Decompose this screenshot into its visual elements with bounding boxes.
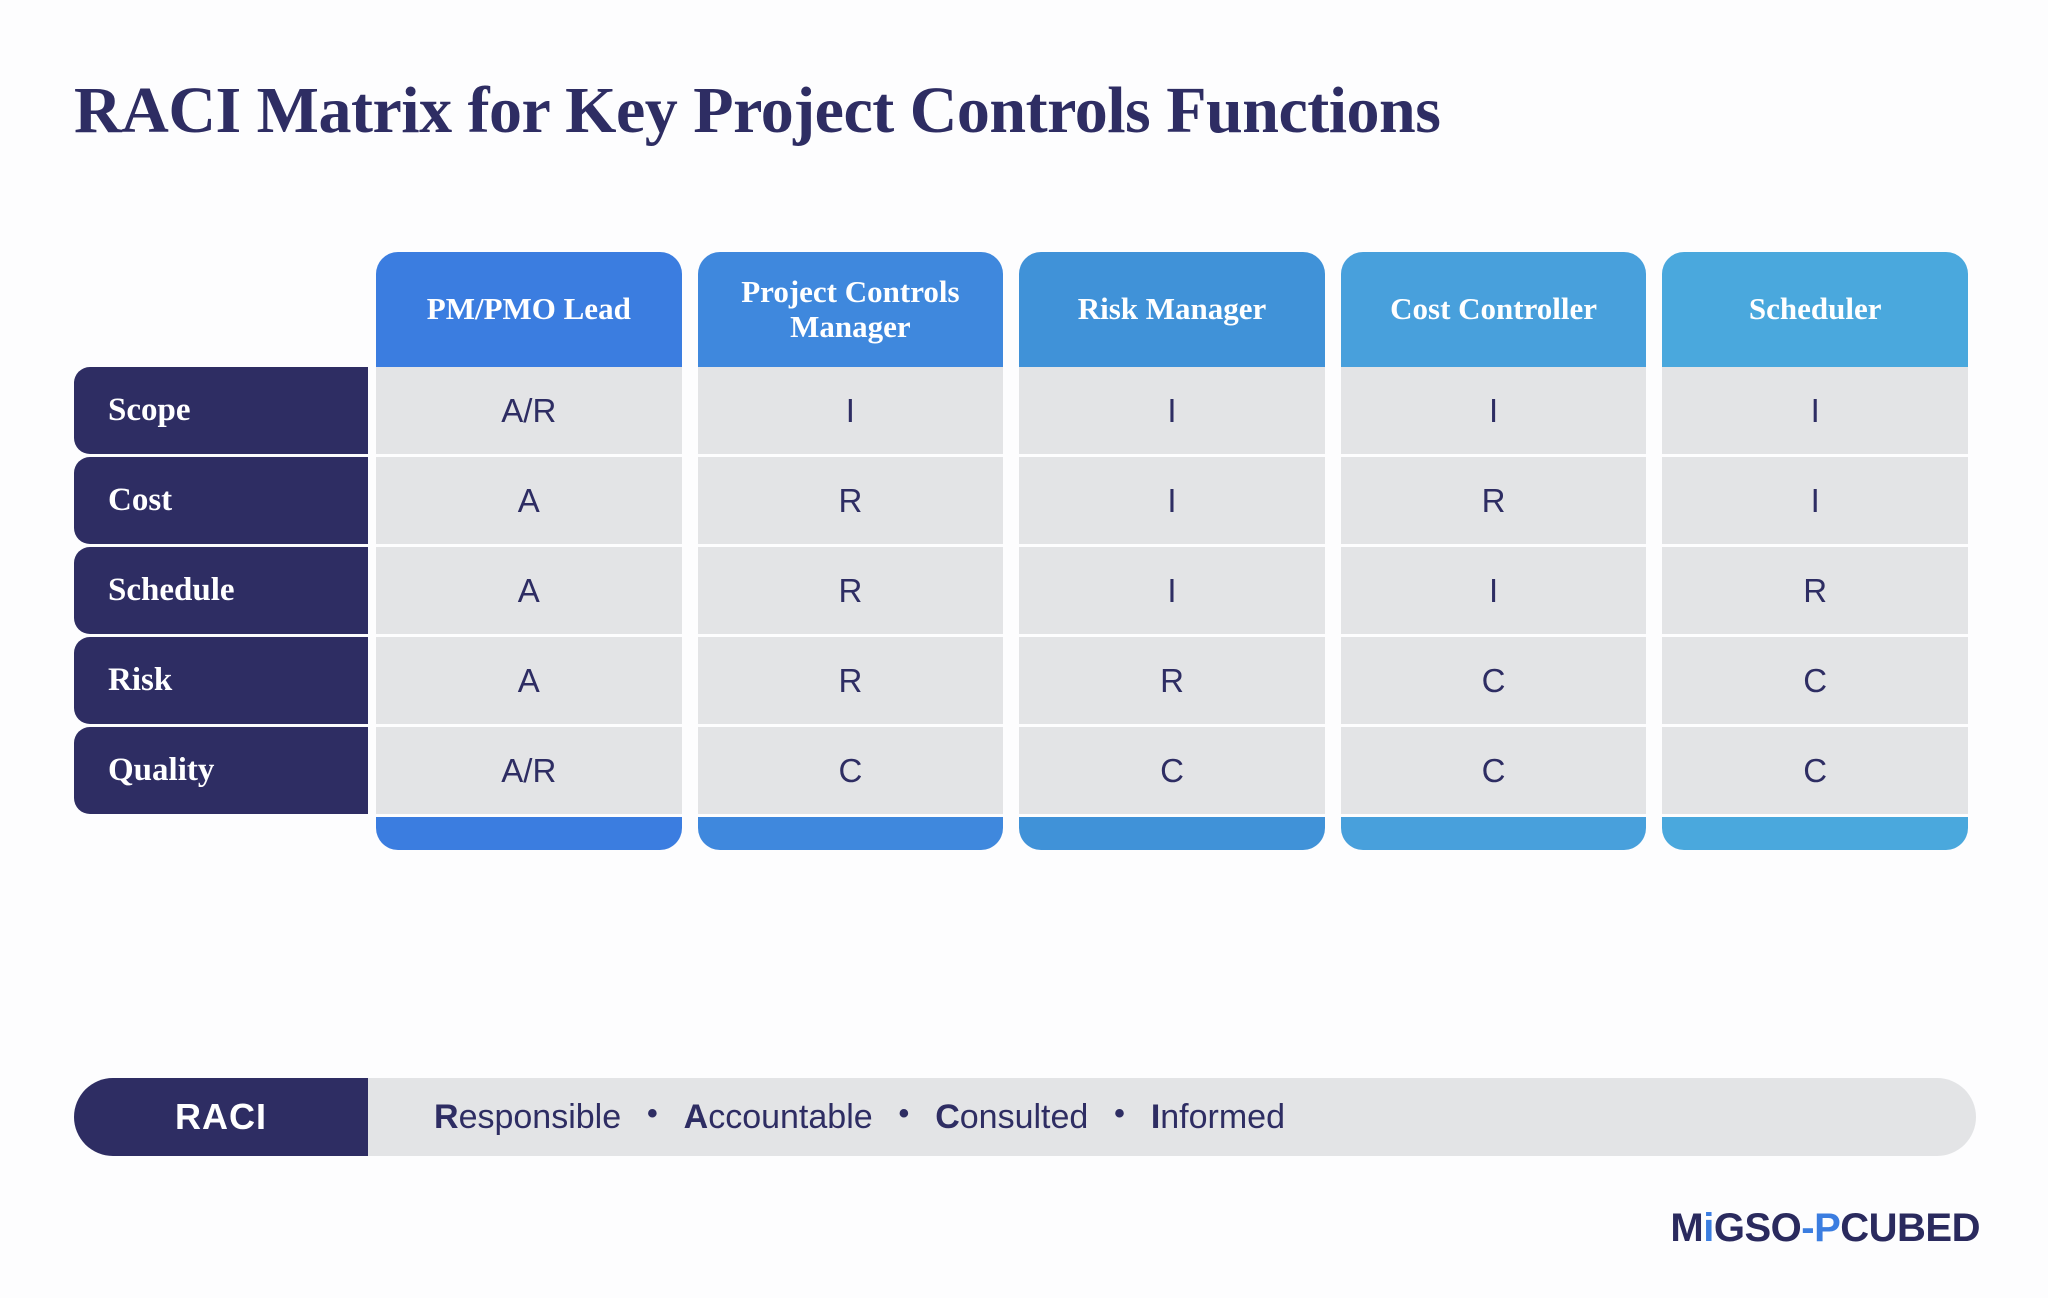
column-header-2: Project Controls Manager — [697, 252, 1004, 367]
matrix-cell: A — [376, 637, 682, 724]
matrix-cell: A/R — [376, 367, 682, 454]
matrix-cell: C — [697, 727, 1004, 814]
matrix-cell: R — [1019, 637, 1325, 724]
matrix-cell: I — [1019, 367, 1325, 454]
legend-key-badge: RACI — [74, 1078, 368, 1156]
row-label-2: Cost — [74, 457, 368, 544]
legend-item-rest: onsulted — [959, 1097, 1089, 1136]
legend-item-initial: C — [935, 1097, 960, 1136]
column-footer-bar-5 — [1662, 817, 1968, 850]
legend-item: Accountable — [684, 1098, 873, 1137]
matrix-cell: R — [697, 637, 1004, 724]
column-footer-bar-3 — [1019, 817, 1325, 850]
page-title: RACI Matrix for Key Project Controls Fun… — [74, 74, 1441, 147]
raci-legend: RACI Responsible•Accountable•Consulted•I… — [74, 1078, 1976, 1156]
legend-item: Informed — [1151, 1098, 1285, 1137]
logo-part-cubed: CUBED — [1840, 1206, 1980, 1250]
matrix-cell: R — [697, 457, 1004, 544]
row-label-3: Schedule — [74, 547, 368, 634]
matrix-cell: C — [1340, 727, 1647, 814]
legend-item-rest: nformed — [1160, 1097, 1285, 1136]
logo-part-dash-p: -P — [1801, 1206, 1841, 1250]
legend-definitions: Responsible • Accountable • Consulted • Inform… — [368, 1078, 1976, 1156]
matrix-cell: R — [697, 547, 1004, 634]
matrix-corner-spacer — [74, 252, 368, 367]
legend-separator-dot: • — [647, 1097, 658, 1130]
matrix-cell: A/R — [376, 727, 682, 814]
matrix-cell: R — [1340, 457, 1647, 544]
legend-item-initial: A — [683, 1097, 709, 1136]
legend-separator-dot: • — [898, 1097, 910, 1130]
matrix-cell: C — [1662, 637, 1968, 724]
migso-pcubed-logo: MiGSO-PCUBED — [1670, 1206, 1980, 1251]
matrix-cell: A — [376, 547, 682, 634]
matrix-cell: A — [376, 457, 682, 544]
matrix-cell: C — [1019, 727, 1325, 814]
row-label-1: Scope — [74, 367, 368, 454]
logo-part-i: i — [1703, 1206, 1714, 1250]
column-header-3: Risk Manager — [1019, 252, 1325, 367]
column-header-4: Cost Controller — [1340, 252, 1647, 367]
row-label-4: Risk — [74, 637, 368, 724]
legend-item-initial: I — [1150, 1097, 1161, 1136]
legend-item: Responsible — [434, 1098, 621, 1137]
column-footer-bar-4 — [1340, 817, 1647, 850]
matrix-cell: I — [697, 367, 1004, 454]
column-header-1: PM/PMO Lead — [376, 252, 682, 367]
column-header-5: Scheduler — [1662, 252, 1968, 367]
legend-separator-dot: • — [1114, 1097, 1125, 1130]
matrix-cell: R — [1662, 547, 1968, 634]
matrix-cell: C — [1340, 637, 1647, 724]
legend-item-initial: R — [434, 1097, 459, 1136]
matrix-cell: I — [1340, 547, 1647, 634]
matrix-cell: C — [1662, 727, 1968, 814]
matrix-cell: I — [1019, 547, 1325, 634]
logo-part-gso: GSO — [1713, 1206, 1802, 1250]
matrix-cell: I — [1662, 367, 1968, 454]
column-footer-bar-2 — [697, 817, 1004, 850]
matrix-cell: I — [1019, 457, 1325, 544]
row-label-5: Quality — [74, 727, 368, 814]
matrix-cell: I — [1340, 367, 1647, 454]
legend-item-rest: esponsible — [458, 1097, 622, 1136]
logo-part-m: M — [1670, 1206, 1704, 1250]
column-footer-bar-1 — [376, 817, 682, 850]
matrix-footer-spacer — [74, 817, 368, 850]
legend-item: Consulted — [935, 1098, 1088, 1137]
legend-item-rest: ccountable — [708, 1097, 873, 1136]
matrix-cell: I — [1662, 457, 1968, 544]
